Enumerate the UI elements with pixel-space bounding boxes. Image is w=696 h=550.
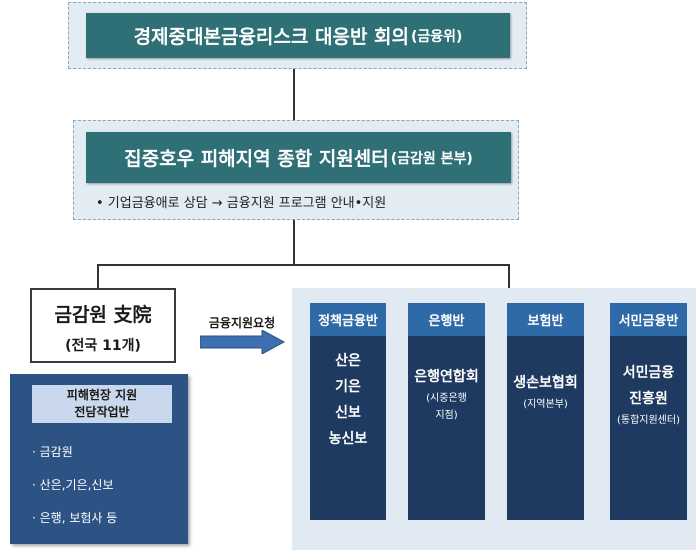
onsite-header-line1: 피해현장 지원	[66, 388, 138, 402]
right-arrow-shape	[200, 330, 286, 354]
column-line: 농신보	[328, 431, 368, 447]
column-line: 서민금융	[622, 365, 675, 381]
column-head-bank: 은행반	[408, 303, 485, 336]
column-line: 산은	[335, 353, 361, 369]
column-head-microfinance: 서민금융반	[610, 303, 687, 336]
connector-right-drop	[508, 264, 510, 288]
funding-request-label: 금융지원요청	[208, 316, 276, 330]
column-body-bank: 은행연합회 (시중은행 지점)	[408, 336, 485, 520]
onsite-item: · 은행, 보험사 등	[32, 511, 118, 525]
column-head-policy: 정책금융반	[310, 303, 386, 336]
support-center-title-suffix: (금감원 본부)	[390, 150, 473, 167]
branch-title: 금감원 支院	[54, 304, 152, 326]
branch-box: 금감원 支院 (전국 11개)	[30, 288, 176, 363]
onsite-item: · 금감원	[32, 445, 73, 459]
risk-meeting-title: 경제중대본금융리스크 대응반 회의 (금융위)	[86, 13, 510, 58]
branch-subtitle: (전국 11개)	[65, 338, 141, 354]
column-sub: (통합지원센터)	[616, 415, 680, 426]
connector-left-drop	[97, 264, 99, 288]
support-center-title-text: 집중호우 피해지역 종합 지원센터	[124, 148, 389, 170]
column-sub: 지점)	[435, 410, 458, 421]
connector-top-center	[293, 69, 295, 120]
onsite-item: · 산은,기은,신보	[32, 478, 114, 492]
column-line: 진흥원	[629, 391, 668, 407]
column-line: 생손보협회	[513, 375, 578, 391]
onsite-header-line2: 전담작업반	[74, 405, 130, 419]
right-arrow-icon	[200, 330, 286, 354]
connector-horizontal	[97, 264, 510, 266]
column-body-policy: 산은 기은 신보 농신보	[310, 336, 386, 520]
column-body-microfinance: 서민금융 진흥원 (통합지원센터)	[610, 336, 687, 520]
column-sub: (지역본부)	[523, 399, 568, 410]
support-center-title: 집중호우 피해지역 종합 지원센터 (금감원 본부)	[86, 132, 511, 183]
column-head-insurance: 보험반	[507, 303, 584, 336]
connector-center-down	[293, 220, 295, 265]
risk-meeting-title-text: 경제중대본금융리스크 대응반 회의	[133, 26, 409, 48]
column-line: 기은	[335, 379, 361, 395]
column-line: 신보	[335, 405, 361, 421]
column-sub: (시중은행	[426, 393, 467, 404]
support-center-bullet: • 기업금융애로 상담 → 금융지원 프로그램 안내•지원	[96, 196, 387, 211]
column-line: 은행연합회	[414, 369, 479, 385]
column-body-insurance: 생손보협회 (지역본부)	[507, 336, 584, 520]
onsite-panel-header: 피해현장 지원 전담작업반	[32, 385, 172, 423]
risk-meeting-title-suffix: (금융위)	[411, 28, 463, 45]
